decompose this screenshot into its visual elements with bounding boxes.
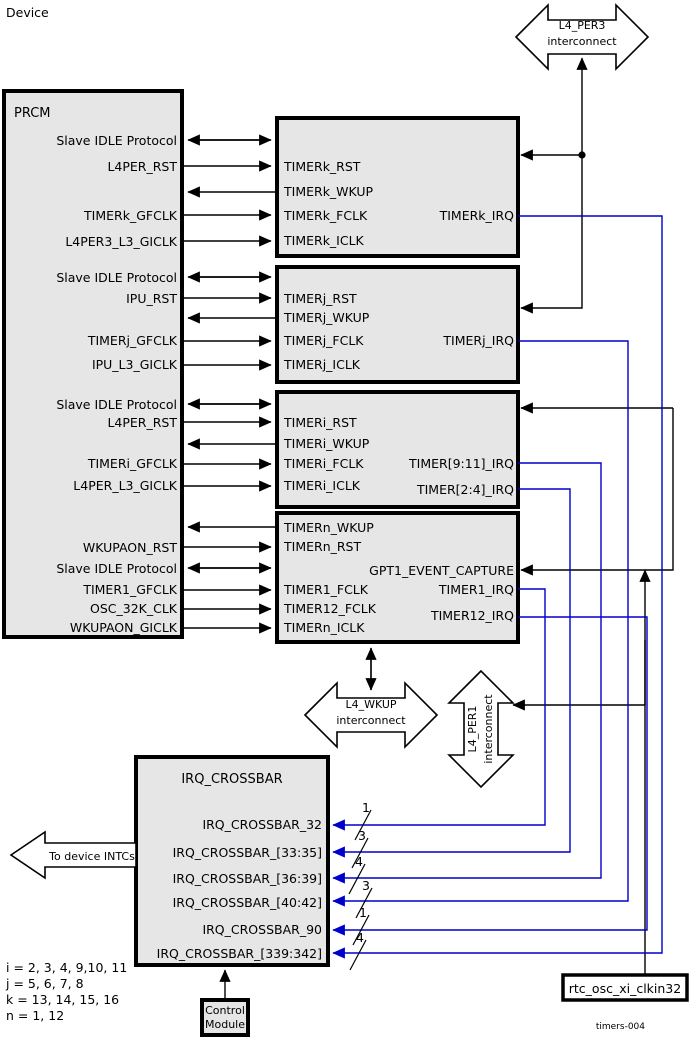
timer-n-output-2: TIMER12_IRQ bbox=[430, 608, 514, 623]
control-module-line2: Module bbox=[205, 1018, 245, 1031]
l4-wkup-line1: L4_WKUP bbox=[345, 698, 396, 711]
rtc-osc-label: rtc_osc_xi_clkin32 bbox=[569, 981, 681, 996]
timer-i-input-2: TIMERi_FCLK bbox=[283, 456, 364, 471]
timer-j-input-1: TIMERj_WKUP bbox=[283, 310, 370, 325]
timer-n-output-1: TIMER1_IRQ bbox=[438, 582, 514, 597]
timer-n-input-4: TIMERn_ICLK bbox=[283, 620, 365, 635]
legend-line-2: k = 13, 14, 15, 16 bbox=[6, 992, 119, 1007]
timer-i-output-1: TIMER[2:4]_IRQ bbox=[416, 482, 514, 497]
crossbar-port-1: IRQ_CROSSBAR_[33:35] bbox=[173, 845, 322, 860]
l4-per3-interconnect[interactable]: L4_PER3 interconnect bbox=[514, 3, 650, 71]
prcm-signal-14: TIMER1_GFCLK bbox=[82, 582, 177, 597]
bus-width-markers: 1 3 4 3 1 4 bbox=[348, 800, 373, 971]
prcm-signal-15: OSC_32K_CLK bbox=[90, 601, 178, 616]
bus-width-5: 4 bbox=[356, 930, 364, 945]
bus-width-0: 1 bbox=[362, 800, 370, 815]
prcm-block[interactable] bbox=[2, 89, 184, 639]
timer-j-input-3: TIMERj_ICLK bbox=[283, 357, 361, 372]
device-label: Device bbox=[6, 5, 49, 20]
prcm-signal-4: Slave IDLE Protocol bbox=[56, 270, 177, 285]
prcm-timer-wires bbox=[184, 134, 275, 634]
timer-k-block[interactable] bbox=[275, 116, 520, 258]
bus-width-4: 1 bbox=[359, 905, 367, 920]
prcm-signal-6: TIMERj_GFCLK bbox=[87, 333, 178, 348]
timer-k-input-3: TIMERk_ICLK bbox=[283, 233, 365, 248]
prcm-signal-1: L4PER_RST bbox=[107, 159, 177, 174]
timer-n-input-3: TIMER12_FCLK bbox=[283, 601, 377, 616]
l4-wkup-interconnect[interactable]: L4_WKUP interconnect bbox=[303, 681, 439, 749]
legend-line-0: i = 2, 3, 4, 9,10, 11 bbox=[6, 960, 127, 975]
rtc-osc-block[interactable] bbox=[561, 973, 689, 1002]
to-device-intcs-label: To device INTCs bbox=[48, 850, 135, 863]
prcm-signal-13: Slave IDLE Protocol bbox=[56, 561, 177, 576]
timer-n-output-0: GPT1_EVENT_CAPTURE bbox=[369, 563, 514, 578]
crossbar-port-5: IRQ_CROSSBAR_[339:342] bbox=[157, 946, 322, 961]
prcm-signal-9: L4PER_RST bbox=[107, 415, 177, 430]
l4-per3-line1: L4_PER3 bbox=[559, 19, 606, 32]
control-module-line1: Control bbox=[205, 1004, 245, 1017]
legend-line-1: j = 5, 6, 7, 8 bbox=[5, 976, 84, 991]
irq-blue-wires bbox=[332, 215, 663, 959]
crossbar-port-2: IRQ_CROSSBAR_[36:39] bbox=[173, 871, 322, 886]
irq-crossbar-title: IRQ_CROSSBAR bbox=[181, 772, 282, 787]
prcm-signal-3: L4PER3_L3_GICLK bbox=[65, 234, 177, 249]
l4-per1-line1: L4_PER1 bbox=[466, 706, 479, 753]
l4-per3-line2: interconnect bbox=[547, 35, 617, 48]
timer-k-output-0: TIMERk_IRQ bbox=[439, 208, 515, 223]
timer-i-input-1: TIMERi_WKUP bbox=[283, 436, 370, 451]
irq-crossbar-block[interactable] bbox=[134, 755, 330, 967]
timer-i-output-0: TIMER[9:11]_IRQ bbox=[408, 456, 514, 471]
bus-width-3: 3 bbox=[362, 878, 370, 893]
timer-k-input-2: TIMERk_FCLK bbox=[283, 208, 368, 223]
prcm-signal-7: IPU_L3_GICLK bbox=[92, 357, 178, 372]
prcm-signal-8: Slave IDLE Protocol bbox=[56, 397, 177, 412]
timer-j-output-0: TIMERj_IRQ bbox=[442, 333, 514, 348]
timer-k-input-1: TIMERk_WKUP bbox=[283, 184, 374, 199]
timer-i-block[interactable] bbox=[275, 390, 520, 509]
to-device-intcs-arrow[interactable]: To device INTCs bbox=[9, 830, 137, 880]
l4-per1-line2: interconnect bbox=[482, 694, 495, 764]
timer-j-block[interactable] bbox=[275, 265, 520, 384]
prcm-signal-2: TIMERk_GFCLK bbox=[83, 208, 178, 223]
figure-tag: timers-004 bbox=[596, 1022, 645, 1032]
timer-j-input-2: TIMERj_FCLK bbox=[283, 333, 364, 348]
bus-width-2: 4 bbox=[355, 854, 363, 869]
timer-i-input-0: TIMERi_RST bbox=[283, 415, 357, 430]
crossbar-port-4: IRQ_CROSSBAR_90 bbox=[202, 922, 322, 937]
bus-width-1: 3 bbox=[358, 828, 366, 843]
crossbar-port-3: IRQ_CROSSBAR_[40:42] bbox=[173, 895, 322, 910]
prcm-signal-5: IPU_RST bbox=[126, 291, 177, 306]
timer-n-block[interactable] bbox=[275, 511, 520, 644]
prcm-signal-11: L4PER_L3_GICLK bbox=[73, 478, 178, 493]
timer-n-input-0: TIMERn_WKUP bbox=[283, 520, 374, 535]
timer-n-input-1: TIMERn_RST bbox=[283, 539, 361, 554]
prcm-title: PRCM bbox=[14, 106, 51, 121]
legend-line-3: n = 1, 12 bbox=[6, 1008, 64, 1023]
l4per3-branch-j bbox=[520, 155, 583, 314]
timer-j-input-0: TIMERj_RST bbox=[283, 291, 357, 306]
l4-wkup-line2: interconnect bbox=[336, 714, 406, 727]
prcm-signal-12: WKUPAON_RST bbox=[83, 540, 177, 555]
prcm-signal-16: WKUPAON_GICLK bbox=[70, 620, 178, 635]
l4-per1-interconnect[interactable]: L4_PER1 interconnect bbox=[447, 669, 515, 789]
prcm-signal-0: Slave IDLE Protocol bbox=[56, 133, 177, 148]
right-black-wires bbox=[512, 402, 674, 975]
crossbar-port-0: IRQ_CROSSBAR_32 bbox=[202, 817, 322, 832]
timer-k-input-0: TIMERk_RST bbox=[283, 159, 361, 174]
timer-n-input-2: TIMER1_FCLK bbox=[283, 582, 369, 597]
timer-i-input-3: TIMERi_ICLK bbox=[283, 478, 361, 493]
prcm-signal-10: TIMERi_GFCLK bbox=[87, 456, 178, 471]
